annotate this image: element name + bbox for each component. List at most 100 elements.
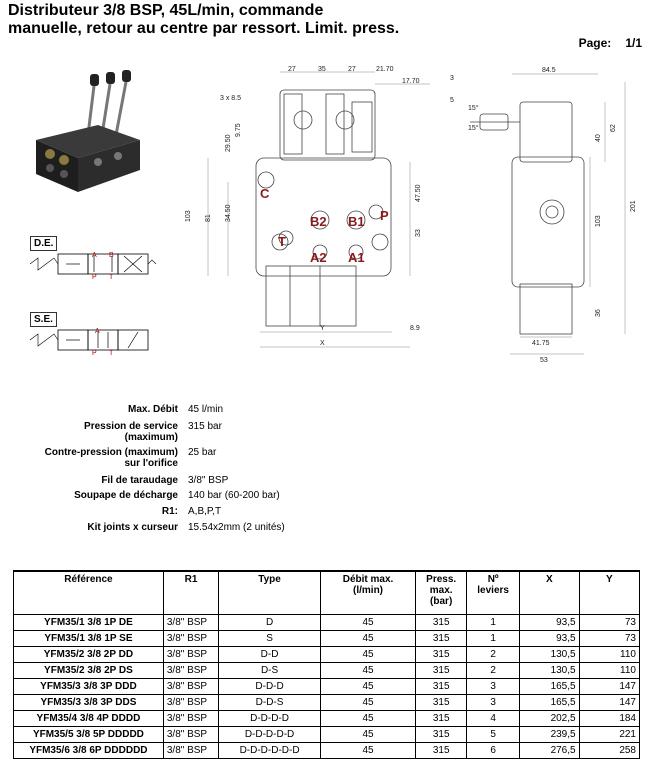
table-cell: YFM35/3 3/8 3P DDD <box>13 678 164 695</box>
table-cell: 202,5 <box>519 710 580 727</box>
table-cell: D-D-D-D-D <box>218 726 321 743</box>
svg-text:84.5: 84.5 <box>542 67 556 74</box>
port-label: A <box>92 252 97 259</box>
table-cell: 239,5 <box>519 726 580 743</box>
page-indicator: Page:1/1 <box>579 36 642 50</box>
svg-text:36: 36 <box>595 309 602 317</box>
table-cell: 3/8" BSP <box>162 678 220 695</box>
svg-text:81: 81 <box>205 214 212 222</box>
table-cell: 130,5 <box>519 662 580 679</box>
table-cell: YFM35/2 3/8 2P DS <box>13 662 164 679</box>
table-cell: 110 <box>578 662 641 679</box>
table-cell: 45 <box>319 694 417 711</box>
table-cell: 93,5 <box>519 630 580 647</box>
svg-text:3: 3 <box>450 75 454 82</box>
port-label: T <box>109 274 114 281</box>
column-header: X <box>519 570 580 615</box>
svg-text:A2: A2 <box>310 250 327 265</box>
table-cell: 3/8" BSP <box>162 710 220 727</box>
svg-text:B1: B1 <box>348 214 365 229</box>
svg-text:29.50: 29.50 <box>225 134 232 152</box>
column-header: Press.max.(bar) <box>415 570 468 615</box>
table-cell: 93,5 <box>519 614 580 631</box>
spec-label-line: Soupape de décharge <box>74 490 178 501</box>
product-photo <box>36 70 140 192</box>
table-cell: D-D-D <box>218 678 321 695</box>
table-cell: D-S <box>218 662 321 679</box>
table-cell: 165,5 <box>519 694 580 711</box>
table-cell: 45 <box>319 742 417 759</box>
table-cell: 3/8" BSP <box>162 742 220 759</box>
spec-value: A,B,P,T <box>188 506 222 517</box>
svg-text:103: 103 <box>185 210 192 222</box>
table-cell: 3/8" BSP <box>162 662 220 679</box>
table-cell: 1 <box>466 614 521 631</box>
table-cell: 147 <box>578 694 641 711</box>
spec-value: 25 bar <box>188 447 217 458</box>
svg-text:41.75: 41.75 <box>532 340 550 347</box>
table-cell: 45 <box>319 726 417 743</box>
schematic-tag: D.E. <box>30 236 58 251</box>
spec-label: Max. Débit <box>128 404 178 415</box>
table-cell: YFM35/6 3/8 6P DDDDDD <box>13 742 164 759</box>
table-cell: 221 <box>578 726 641 743</box>
column-header-line: Press. <box>426 574 457 585</box>
svg-text:34.50: 34.50 <box>225 204 232 222</box>
table-cell: 3 <box>466 694 521 711</box>
table-cell: 130,5 <box>519 646 580 663</box>
spec-label-line: Contre-pression (maximum) <box>44 447 178 458</box>
svg-text:A1: A1 <box>348 250 365 265</box>
table-cell: YFM35/3 3/8 3P DDS <box>13 694 164 711</box>
table-cell: 45 <box>319 630 417 647</box>
svg-text:Y: Y <box>320 325 325 332</box>
svg-text:201: 201 <box>630 200 637 212</box>
table-cell: 315 <box>415 678 468 695</box>
table-cell: YFM35/2 3/8 2P DD <box>13 646 164 663</box>
spec-label-line: sur l'orifice <box>124 458 178 469</box>
table-cell: 6 <box>466 742 521 759</box>
lever-handles <box>86 70 131 136</box>
spec-label: Soupape de décharge <box>74 490 178 501</box>
table-cell: YFM35/1 3/8 1P SE <box>13 630 164 647</box>
table-cell: 276,5 <box>519 742 580 759</box>
column-header-line: Référence <box>64 574 113 585</box>
title-line-2: manuelle, retour au centre par ressort. … <box>8 20 400 37</box>
table-cell: YFM35/5 3/8 5P DDDDD <box>13 726 164 743</box>
svg-text:8.9: 8.9 <box>410 325 420 332</box>
table-cell: 1 <box>466 630 521 647</box>
spec-value: 3/8" BSP <box>188 475 229 486</box>
table-cell: YFM35/1 3/8 1P DE <box>13 614 164 631</box>
table-cell: 315 <box>415 742 468 759</box>
spec-label-line: Fil de taraudage <box>101 475 178 486</box>
svg-text:40: 40 <box>595 134 602 142</box>
table-cell: 184 <box>578 710 641 727</box>
table-cell: 315 <box>415 646 468 663</box>
column-header-line: (l/min) <box>353 585 384 596</box>
svg-text:15°: 15° <box>468 124 479 132</box>
spec-value: 315 bar <box>188 421 222 432</box>
table-cell: 4 <box>466 710 521 727</box>
table-cell: 315 <box>415 630 468 647</box>
column-header-line: R1 <box>184 574 198 585</box>
page-value: 1/1 <box>625 36 642 50</box>
table-cell: YFM35/4 3/8 4P DDDD <box>13 710 164 727</box>
table-cell: D <box>218 614 321 631</box>
spec-label-line: R1: <box>161 506 178 517</box>
spec-label-line: (maximum) <box>124 432 178 443</box>
port-label: T <box>109 350 114 357</box>
port-label: A <box>95 328 100 335</box>
spec-value: 15.54x2mm (2 unités) <box>188 522 285 533</box>
svg-text:33: 33 <box>415 229 422 237</box>
svg-text:15°: 15° <box>468 104 479 112</box>
schematic-tag: S.E. <box>30 312 57 327</box>
